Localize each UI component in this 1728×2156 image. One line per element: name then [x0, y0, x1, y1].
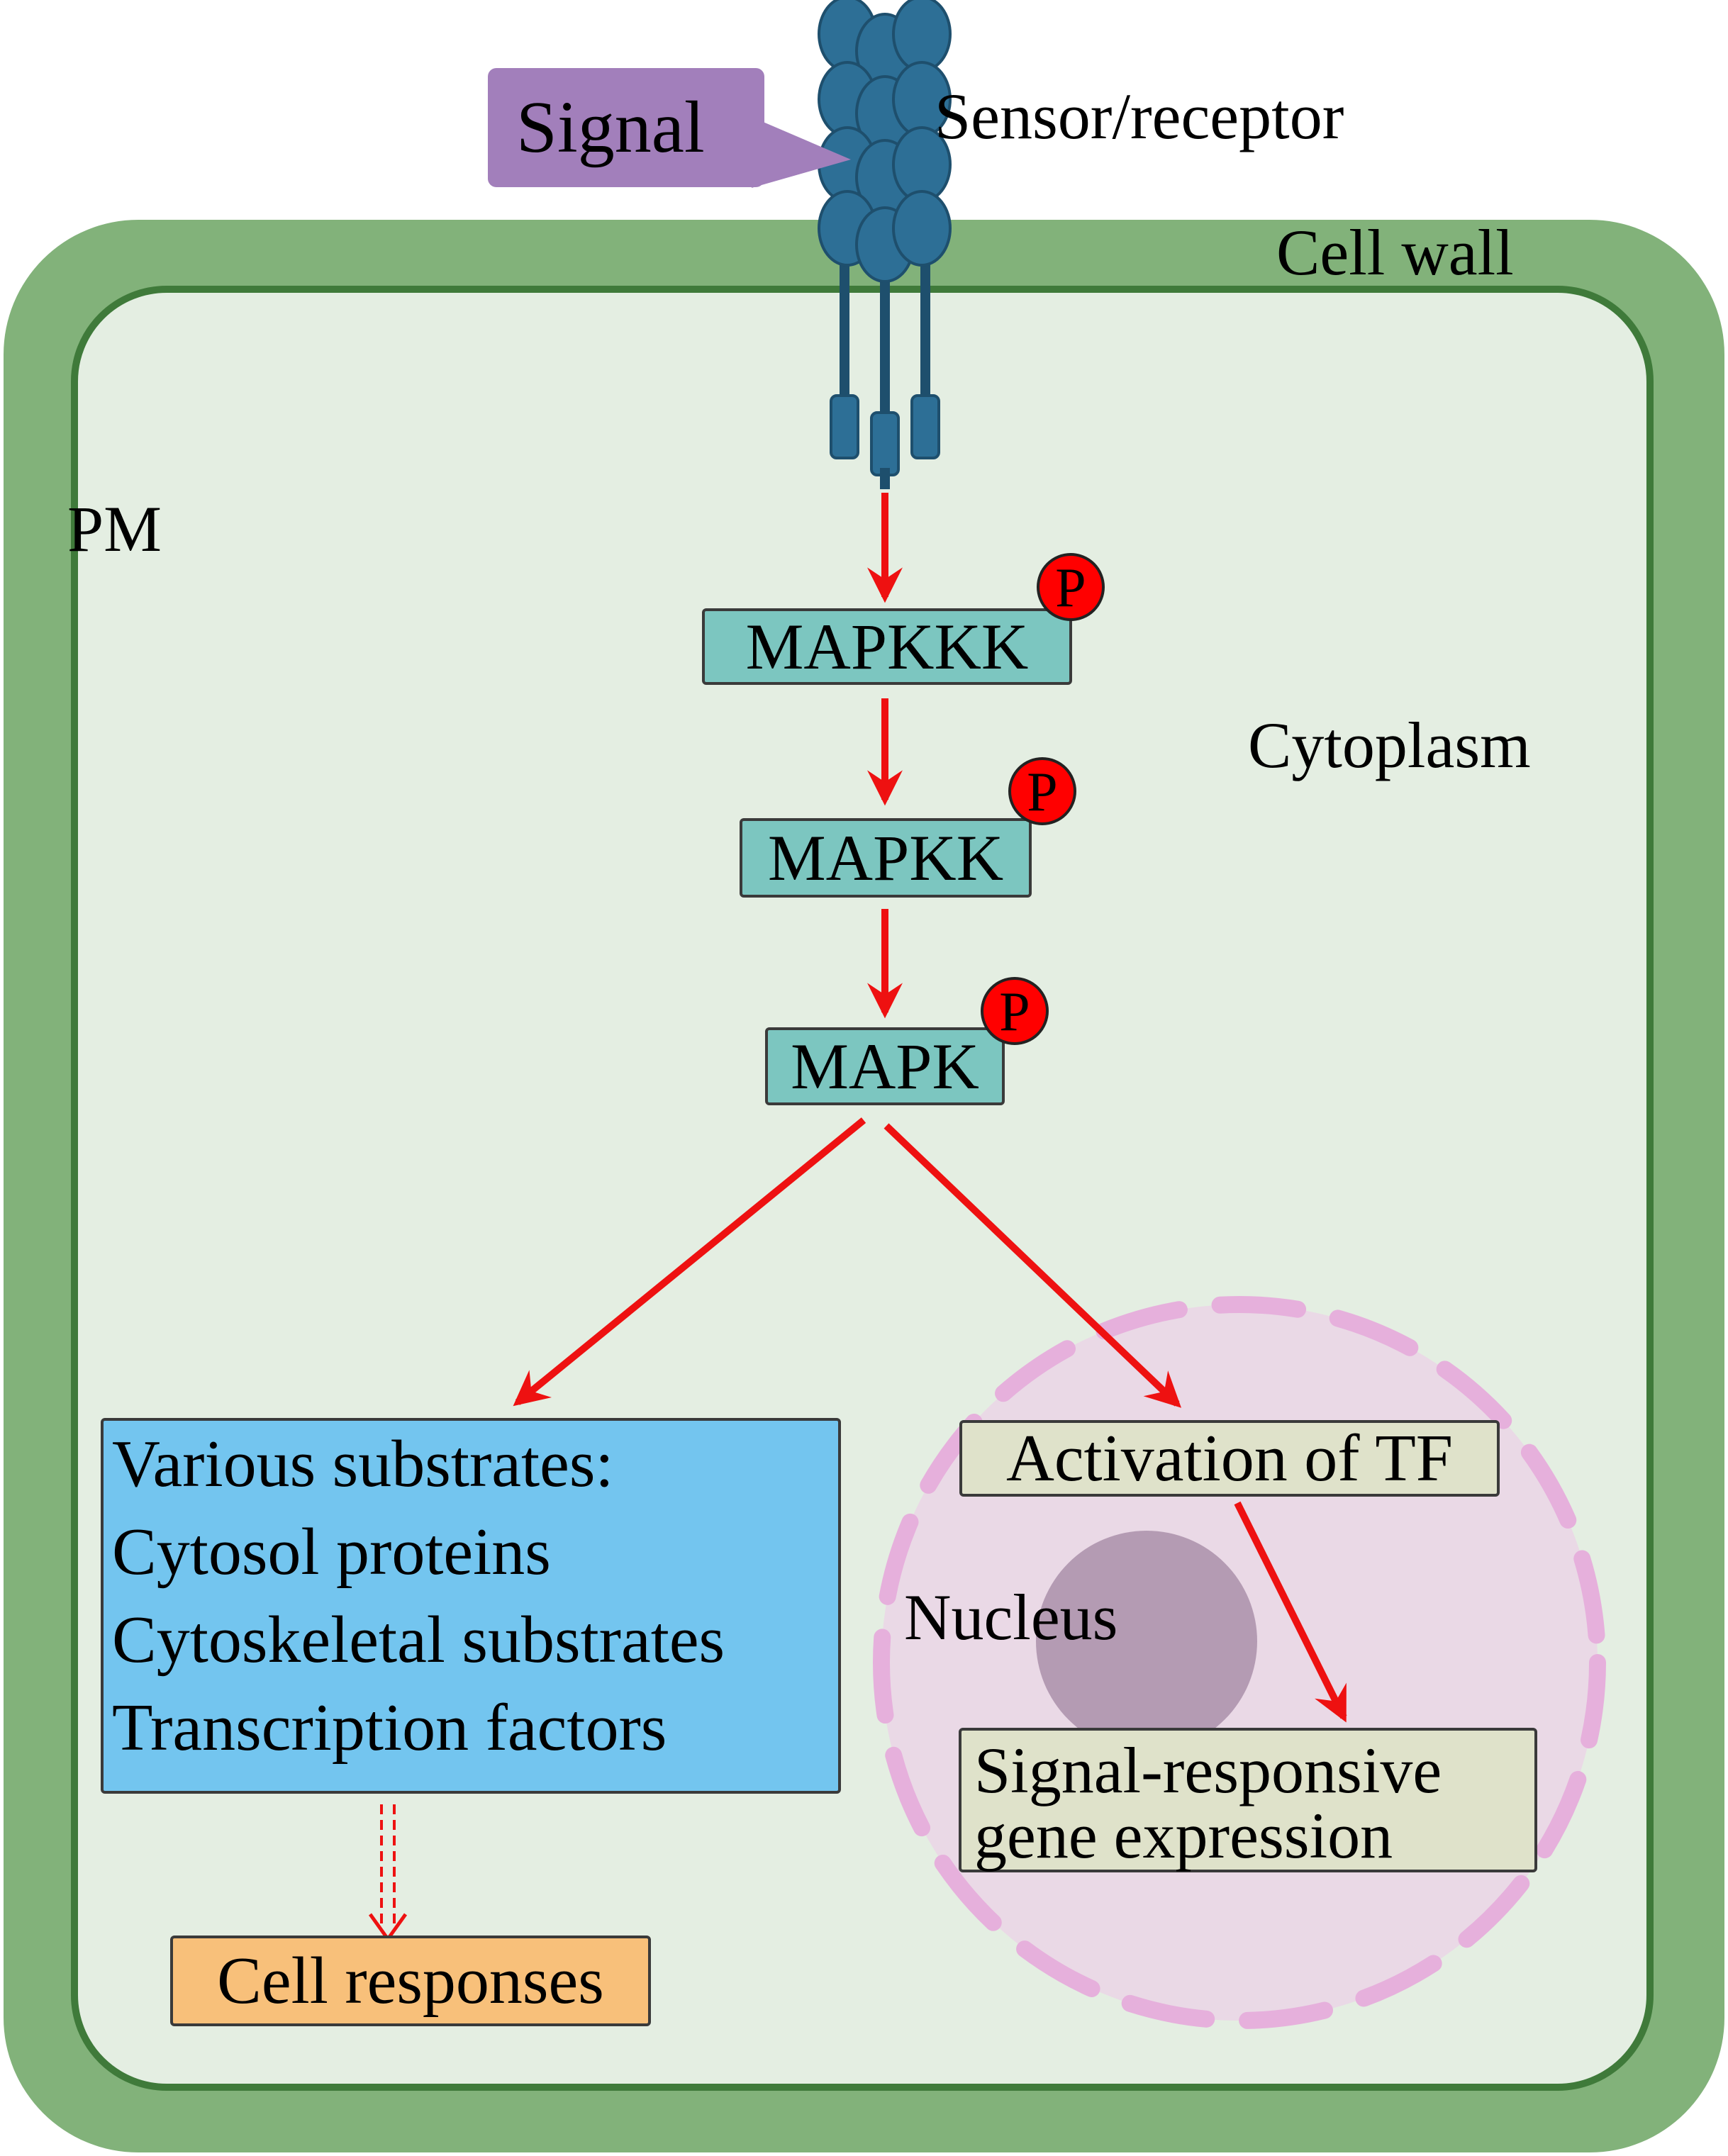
substrates-box: Various substrates: Cytosol proteins Cyt… [101, 1418, 841, 1794]
receptor-domain [870, 411, 900, 476]
gene-expression-box: Signal-responsive gene expression [959, 1728, 1537, 1872]
signal-label: Signal [516, 86, 705, 168]
mapkkk-phospho-badge: P [1037, 553, 1105, 621]
substrate-item-cytosol: Cytosol proteins [112, 1515, 551, 1589]
mapk-box: MAPK [765, 1027, 1005, 1105]
receptor-stalk [920, 234, 930, 418]
gene-expression-line2: gene expression [974, 1799, 1393, 1872]
cell-responses-label: Cell responses [217, 1944, 604, 2018]
receptor-globule [892, 190, 952, 267]
mapkk-box: MAPKK [740, 818, 1032, 898]
signal-callout-tail [752, 117, 851, 188]
cell-wall-label: Cell wall [1276, 216, 1514, 289]
signal-callout [488, 68, 851, 188]
gene-expression-line1: Signal-responsive [974, 1734, 1442, 1806]
substrates-heading: Various substrates: [112, 1427, 614, 1501]
sensor-receptor [818, 0, 952, 489]
receptor-globule [892, 0, 952, 72]
arrow-tf-to-gene-expression [1234, 1501, 1347, 1723]
cell-responses-box: Cell responses [170, 1936, 651, 2026]
receptor-domain [830, 394, 859, 459]
nucleus-label: Nucleus [904, 1581, 1118, 1653]
arrow-mapk-to-substrates [513, 1117, 866, 1407]
nuclear-envelope [873, 1296, 1606, 2029]
receptor-domain [910, 394, 940, 459]
nucleolus [1036, 1531, 1257, 1752]
receptor-stalk [840, 234, 849, 418]
mapkkk-box: MAPKKK [702, 608, 1072, 685]
mapk-phospho-badge: P [981, 977, 1049, 1045]
signal-box [488, 68, 764, 187]
mapk-label: MAPK [791, 1030, 979, 1102]
receptor-stalk [880, 468, 890, 489]
mapkkk-label: MAPKKK [745, 610, 1029, 683]
pm-label: PM [67, 493, 162, 565]
substrate-item-cytoskeletal: Cytoskeletal substrates [112, 1603, 725, 1677]
arrow-mapk-to-tf [883, 1123, 1182, 1408]
sensor-receptor-label: Sensor/receptor [935, 80, 1344, 152]
mapkk-phospho-badge: P [1008, 757, 1076, 825]
activation-tf-label: Activation of TF [1005, 1421, 1454, 1495]
activation-tf-box: Activation of TF [959, 1420, 1500, 1497]
mapkk-label: MAPKK [767, 822, 1004, 894]
substrate-item-tf: Transcription factors [112, 1691, 667, 1765]
cytoplasm-label: Cytoplasm [1248, 709, 1531, 781]
receptor-stalk [880, 234, 890, 440]
nucleus [873, 1296, 1606, 2029]
